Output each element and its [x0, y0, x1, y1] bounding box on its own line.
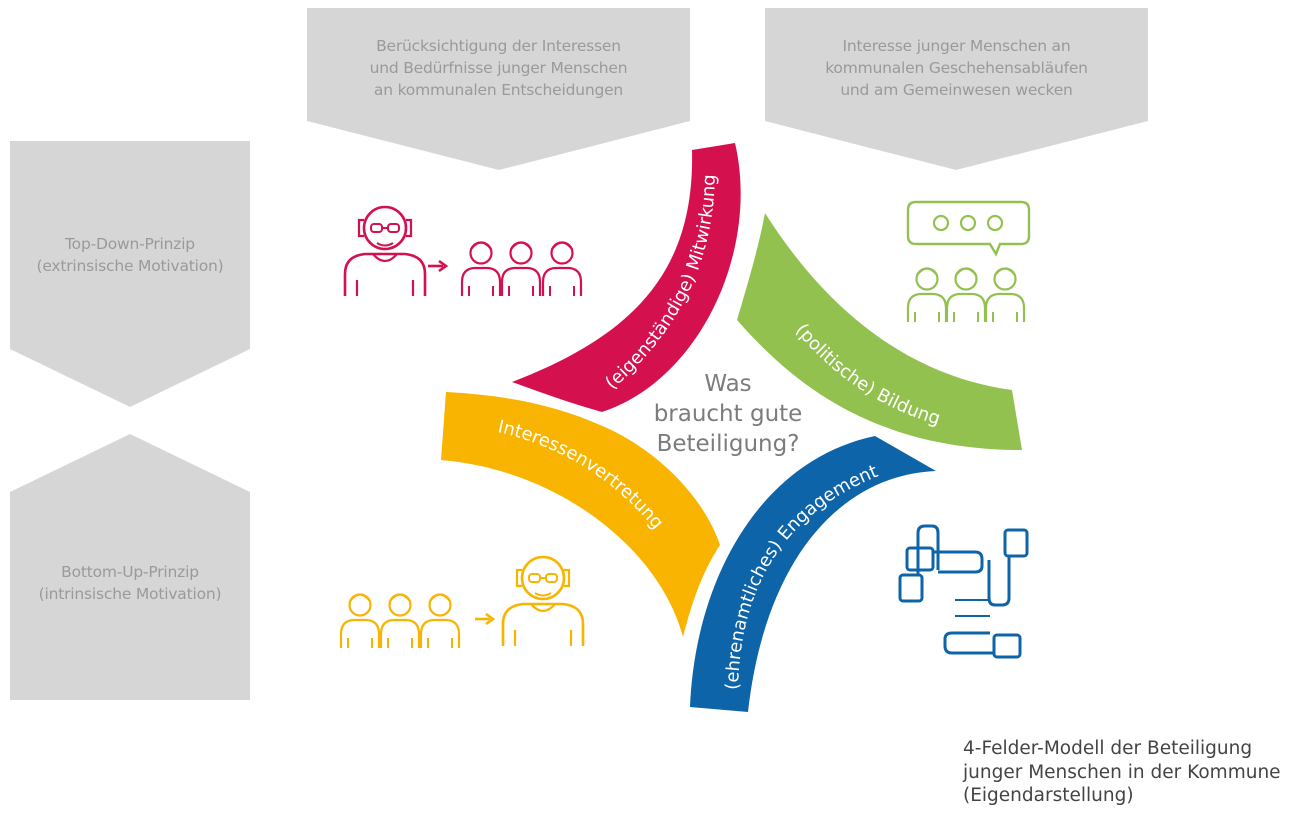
- youth-to-elder-icon: [339, 555, 585, 650]
- arc-green: [737, 213, 1022, 450]
- side-bottom-chevron-box: [10, 434, 250, 700]
- top-left-box-text: Berücksichtigung der Interessen und Bedü…: [369, 37, 628, 99]
- arc-red: [512, 143, 741, 412]
- top-left-chevron-box: [307, 8, 690, 170]
- speech-bubble-youth-icon: [906, 200, 1031, 324]
- joined-hands-icon: [898, 524, 1029, 659]
- elder-to-youth-icon: [343, 205, 583, 298]
- top-right-box-text: Interesse junger Menschen an kommunalen …: [825, 37, 1088, 99]
- arc-yellow: [441, 392, 720, 637]
- bottom-up-text: Bottom-Up-Prinzip (intrinsische Motivati…: [38, 563, 222, 603]
- arc-blue: [690, 436, 936, 712]
- top-right-chevron-box: [765, 8, 1148, 170]
- figure-caption: 4-Felder-Modell der Beteiligung junger M…: [963, 738, 1281, 807]
- side-top-chevron-box: [10, 141, 250, 407]
- top-down-text: Top-Down-Prinzip (extrinsische Motivatio…: [36, 235, 224, 275]
- center-question: Was braucht gute Beteiligung?: [653, 371, 803, 457]
